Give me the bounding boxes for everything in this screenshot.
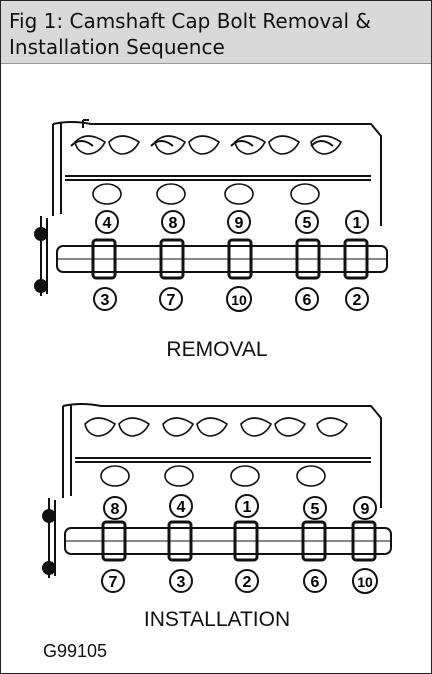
bolt-number-label: 8 — [111, 501, 120, 518]
bolt-number-label: 7 — [167, 292, 176, 309]
spark-plug-bores — [92, 183, 320, 205]
bearing-caps — [91, 238, 369, 280]
spark-plug-bores — [100, 465, 326, 487]
bearing-caps — [101, 520, 377, 562]
bolt-number-label: 1 — [243, 499, 252, 516]
camshaft-drawing — [42, 509, 392, 575]
bolt-number-label: 6 — [311, 574, 320, 591]
removal-bottom-bolt-labels: 3 7 10 6 2 — [93, 286, 369, 312]
figure-title-line-2: Installation Sequence — [9, 35, 225, 59]
installation-diagram: 8 4 1 5 9 7 3 2 6 10 — [1, 398, 432, 608]
figure-title-line-1: Fig 1: Camshaft Cap Bolt Removal & — [9, 9, 372, 33]
installation-caption: INSTALLATION — [143, 608, 291, 631]
combustion-chambers — [74, 135, 343, 155]
bolt-number-label: 2 — [243, 574, 252, 591]
bolt-number-label: 10 — [231, 292, 247, 308]
cylinder-head-outline — [48, 403, 382, 578]
bolt-number-label: 5 — [303, 215, 312, 232]
bolt-number-label: 7 — [109, 574, 118, 591]
removal-caption: REMOVAL — [166, 338, 268, 361]
camshaft-drawing — [34, 227, 388, 293]
bolt-number-label: 10 — [357, 574, 373, 590]
bolt-number-label: 9 — [361, 501, 370, 518]
removal-top-bolt-labels: 4 8 9 5 1 — [95, 210, 369, 234]
bolt-number-label: 1 — [353, 215, 362, 232]
bolt-number-label: 3 — [177, 574, 186, 591]
installation-bottom-bolt-labels: 7 3 2 6 10 — [101, 568, 378, 594]
bolt-number-label: 5 — [311, 501, 320, 518]
combustion-chambers — [84, 417, 349, 437]
bolt-number-label: 2 — [353, 292, 362, 309]
installation-top-bolt-labels: 8 4 1 5 9 — [103, 494, 377, 520]
installation-engine-drawing: 8 4 1 5 9 7 3 2 6 10 — [42, 403, 392, 594]
removal-diagram: 4 8 9 5 1 3 7 10 6 2 — [1, 116, 432, 326]
figure-code: G99105 — [43, 641, 108, 661]
bolt-number-label: 3 — [101, 292, 110, 309]
bolt-number-label: 4 — [177, 499, 186, 516]
removal-engine-drawing: 4 8 9 5 1 3 7 10 6 2 — [34, 119, 388, 312]
bolt-number-label: 6 — [303, 292, 312, 309]
bolt-number-label: 4 — [103, 215, 112, 232]
figure-title-bar: Fig 1: Camshaft Cap Bolt Removal & Insta… — [1, 1, 431, 64]
bolt-number-label: 8 — [169, 215, 178, 232]
bolt-number-label: 9 — [235, 215, 244, 232]
cylinder-head-outline — [40, 119, 382, 296]
